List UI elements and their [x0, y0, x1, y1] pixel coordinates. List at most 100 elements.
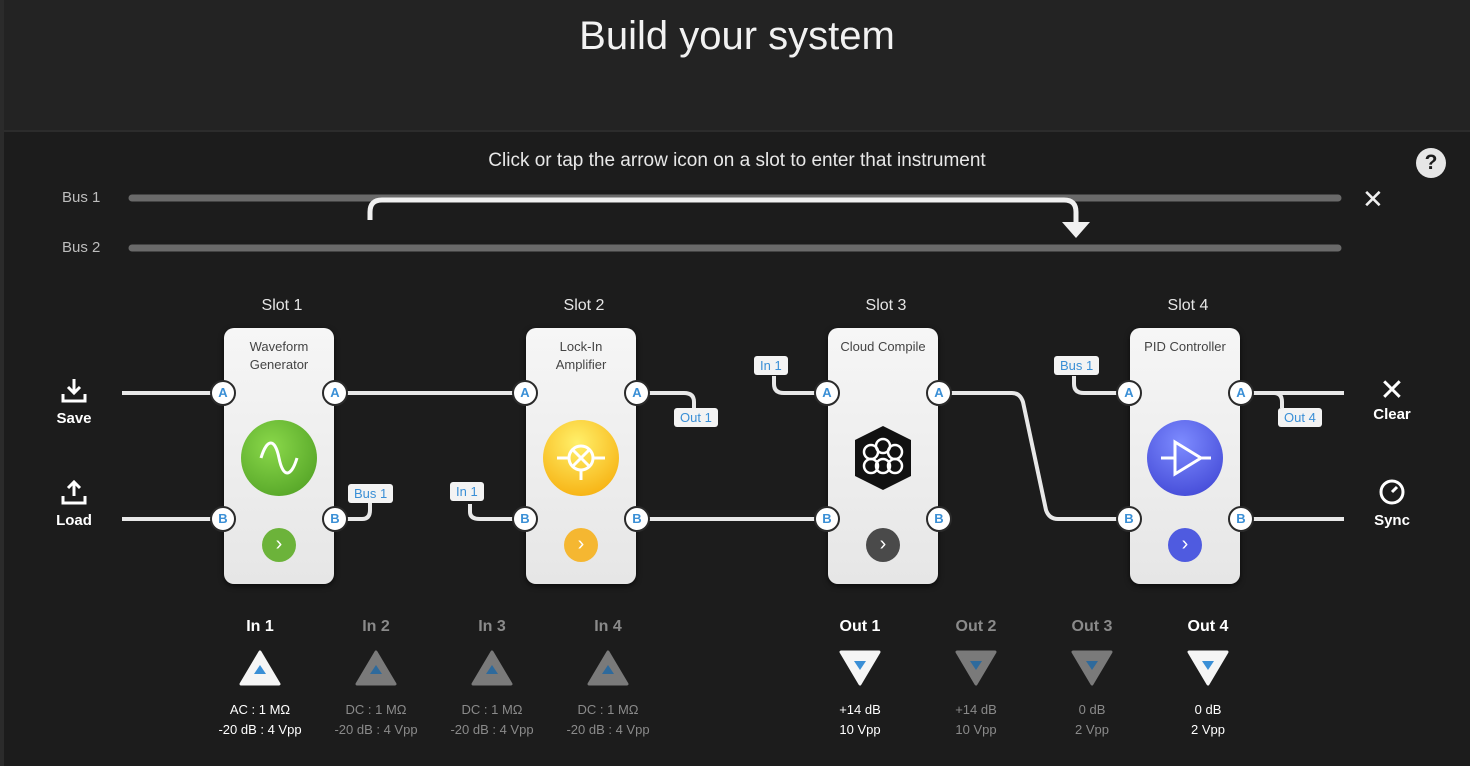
slot-3-card[interactable]: Cloud Compile › [828, 328, 938, 584]
slot-4-port-a-in[interactable]: A [1116, 380, 1142, 406]
lockin-icon [543, 420, 619, 496]
input-1-arrow-icon[interactable] [239, 650, 281, 686]
output-4-range: 2 Vpp [1191, 722, 1225, 737]
header: Build your system [4, 0, 1470, 132]
clear-button[interactable]: ✕ Clear [1362, 374, 1422, 424]
sync-button[interactable]: Sync [1362, 478, 1422, 529]
slot-2-port-a-out[interactable]: A [624, 380, 650, 406]
wiring-diagram [122, 194, 1344, 521]
slot-3-input-tag[interactable]: In 1 [754, 356, 788, 375]
slot-3-port-a-out[interactable]: A [926, 380, 952, 406]
slot-1-bus-tag[interactable]: Bus 1 [348, 484, 394, 503]
input-1[interactable]: In 1 AC : 1 MΩ -20 dB : 4 Vpp [202, 618, 318, 740]
output-1-gain: +14 dB [839, 702, 881, 717]
slot-2-label: Slot 2 [563, 297, 605, 314]
input-3-range: -20 dB : 4 Vpp [450, 722, 534, 737]
output-2-name: Out 2 [955, 618, 997, 635]
input-1-name: In 1 [246, 618, 274, 635]
save-button[interactable]: Save [44, 376, 104, 427]
output-2-range: 10 Vpp [955, 722, 997, 737]
slot-1-label: Slot 1 [261, 297, 303, 314]
slot-2-port-b-in[interactable]: B [512, 506, 538, 532]
output-3-arrow-icon[interactable] [1071, 650, 1113, 686]
slot-4-label: Slot 4 [1167, 297, 1209, 314]
slot-3-title: Cloud Compile [840, 339, 926, 354]
input-2-arrow-icon[interactable] [355, 650, 397, 686]
slot-1-port-a-out[interactable]: A [322, 380, 348, 406]
output-4-gain: 0 dB [1194, 702, 1222, 717]
input-4-arrow-icon[interactable] [587, 650, 629, 686]
wire-4a-out4 [1273, 391, 1284, 408]
input-3[interactable]: In 3 DC : 1 MΩ -20 dB : 4 Vpp [434, 618, 550, 740]
gauge-icon [1362, 478, 1422, 512]
slot-2-input-tag[interactable]: In 1 [450, 482, 484, 501]
slot-1-port-b-in[interactable]: B [210, 506, 236, 532]
slot-3-enter-button[interactable]: › [866, 528, 900, 562]
wire-in1-3a [772, 376, 820, 395]
output-1[interactable]: Out 1 +14 dB 10 Vpp [802, 618, 918, 740]
save-label: Save [56, 410, 92, 427]
hint-arrow-head [1062, 222, 1090, 238]
input-3-name: In 3 [478, 618, 506, 635]
clear-label: Clear [1373, 406, 1411, 423]
page-border [0, 0, 4, 766]
wire-2a-out1 [646, 391, 696, 408]
wire-1b-bus1 [344, 494, 372, 521]
output-3[interactable]: Out 3 0 dB 2 Vpp [1034, 618, 1150, 740]
input-2-name: In 2 [362, 618, 390, 635]
slot-3-port-b-in[interactable]: B [814, 506, 840, 532]
input-4[interactable]: In 4 DC : 1 MΩ -20 dB : 4 Vpp [550, 618, 666, 740]
output-3-range: 2 Vpp [1075, 722, 1109, 737]
output-2-arrow-icon[interactable] [955, 650, 997, 686]
output-1-arrow-icon[interactable] [839, 650, 881, 686]
output-2-gain: +14 dB [955, 702, 997, 717]
output-1-range: 10 Vpp [839, 722, 881, 737]
slot-4-port-b-in[interactable]: B [1116, 506, 1142, 532]
slot-2-card[interactable]: Lock-In Amplifier › [526, 328, 636, 584]
help-button[interactable]: ? [1416, 148, 1446, 178]
slot-4-output-tag[interactable]: Out 4 [1278, 408, 1322, 427]
input-4-coupling: DC : 1 MΩ [577, 702, 639, 717]
slot-1-port-b-out[interactable]: B [322, 506, 348, 532]
page-title: Build your system [579, 14, 895, 58]
output-2[interactable]: Out 2 +14 dB 10 Vpp [918, 618, 1034, 740]
sync-label: Sync [1374, 512, 1410, 529]
input-4-range: -20 dB : 4 Vpp [566, 722, 650, 737]
download-icon [44, 376, 104, 410]
wire-in1-2b [468, 504, 518, 521]
slot-2-output-tag[interactable]: Out 1 [674, 408, 718, 427]
output-4[interactable]: Out 4 0 dB 2 Vpp [1150, 618, 1266, 740]
output-3-gain: 0 dB [1078, 702, 1106, 717]
output-4-arrow-icon[interactable] [1187, 650, 1229, 686]
slot-2-enter-button[interactable]: › [564, 528, 598, 562]
slot-3-port-a-in[interactable]: A [814, 380, 840, 406]
slot-2-title: Lock-In Amplifier [555, 339, 607, 372]
input-3-coupling: DC : 1 MΩ [461, 702, 523, 717]
slot-2-port-a-in[interactable]: A [512, 380, 538, 406]
slot-1-title: Waveform Generator [249, 339, 309, 372]
bus-2-label: Bus 2 [62, 239, 101, 256]
slot-1-port-a-in[interactable]: A [210, 380, 236, 406]
input-3-arrow-icon[interactable] [471, 650, 513, 686]
input-4-name: In 4 [594, 618, 622, 635]
input-1-range: -20 dB : 4 Vpp [218, 722, 302, 737]
close-icon: ✕ [1379, 374, 1405, 407]
load-button[interactable]: Load [44, 478, 104, 529]
slot-4-port-a-out[interactable]: A [1228, 380, 1254, 406]
slot-4-bus-tag[interactable]: Bus 1 [1054, 356, 1100, 375]
output-3-name: Out 3 [1071, 618, 1113, 635]
input-2[interactable]: In 2 DC : 1 MΩ -20 dB : 4 Vpp [318, 618, 434, 740]
slot-2-port-b-out[interactable]: B [624, 506, 650, 532]
slot-3-port-b-out[interactable]: B [926, 506, 952, 532]
slot-3-label: Slot 3 [865, 297, 907, 314]
slot-4-card[interactable]: PID Controller › [1130, 328, 1240, 584]
slot-1-card[interactable]: Waveform Generator › [224, 328, 334, 584]
input-2-range: -20 dB : 4 Vpp [334, 722, 418, 737]
slot-4-enter-button[interactable]: › [1168, 528, 1202, 562]
slot-1-enter-button[interactable]: › [262, 528, 296, 562]
output-1-name: Out 1 [839, 618, 881, 635]
bus-1-label: Bus 1 [62, 189, 101, 206]
close-icon[interactable]: ✕ [1362, 184, 1384, 214]
slot-4-port-b-out[interactable]: B [1228, 506, 1254, 532]
slot-4-title: PID Controller [1144, 339, 1226, 354]
